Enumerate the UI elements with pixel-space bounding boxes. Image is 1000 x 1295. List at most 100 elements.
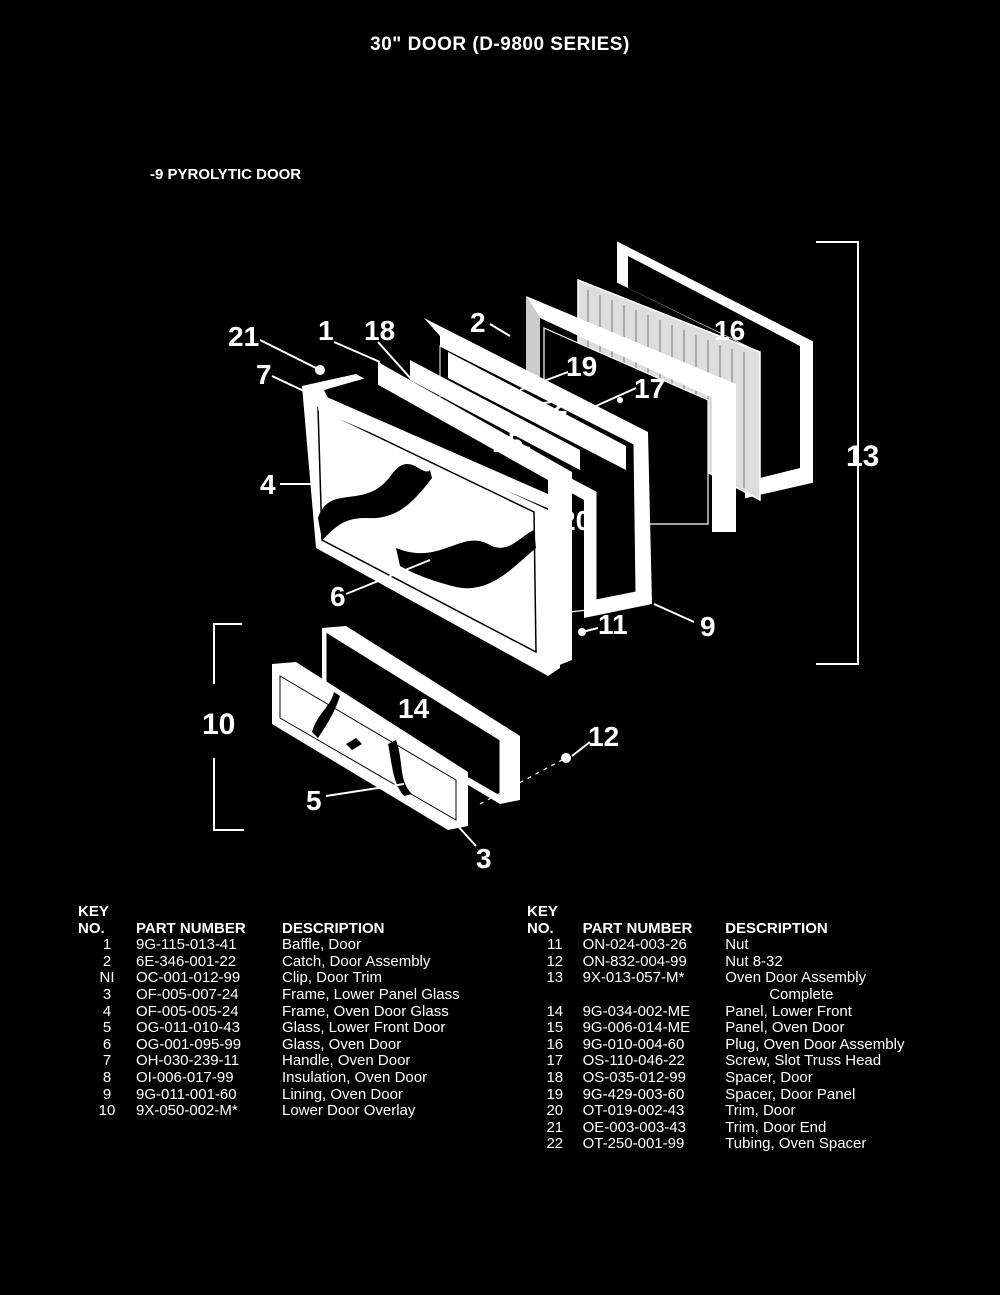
callout-5: 5	[306, 785, 322, 816]
key-cell: 9	[102, 1085, 112, 1103]
table-row: 7 OH-030-239-11 Handle, Oven Door	[78, 1053, 522, 1070]
description-cell: Tubing, Oven Spacer	[725, 1135, 867, 1153]
description-cell: Screw, Slot Truss Head	[725, 1052, 882, 1070]
key-cell: NI	[99, 969, 115, 987]
description-cell: Panel, Lower Front	[725, 1002, 852, 1020]
part-number-cell: 9G-006-014-ME	[582, 1019, 691, 1037]
key-cell: 19	[546, 1085, 564, 1103]
description-cell: Glass, Lower Front Door	[282, 1019, 446, 1037]
callout-9: 9	[700, 611, 716, 642]
part-number-cell: 9G-429-003-60	[582, 1085, 685, 1103]
exploded-door-diagram: 21 1 18 2 19 2 17 16 13 7 4 15 20 6 11 9…	[202, 241, 879, 874]
part-number-cell: OI-006-017-99	[136, 1068, 234, 1086]
callout-12: 12	[588, 721, 619, 752]
trim-end-21	[315, 365, 325, 375]
part-number-cell: OT-250-001-99	[582, 1135, 685, 1153]
description-cell: Nut	[725, 936, 749, 954]
description-cell: Glass, Oven Door	[282, 1035, 402, 1053]
table-row: 5 OG-011-010-43 Glass, Lower Front Door	[78, 1020, 522, 1037]
part-number-cell: OG-011-010-43	[136, 1019, 240, 1037]
description-cell: Baffle, Door	[282, 936, 361, 954]
callout-2b: 2	[552, 389, 568, 420]
callout-2: 2	[470, 307, 486, 338]
page-title: 30" DOOR (D-9800 SERIES)	[370, 34, 630, 55]
part-number-cell	[583, 987, 726, 1004]
part-number-cell: ON-024-003-26	[582, 936, 687, 954]
leader-lines	[259, 323, 695, 847]
callout-14: 14	[398, 693, 430, 724]
description-cell: Spacer, Door	[725, 1068, 813, 1086]
callout-1: 1	[318, 315, 334, 346]
part-number-cell: OG-001-095-99	[136, 1035, 242, 1053]
callout-7: 7	[256, 359, 272, 390]
part-number-cell: 9G-011-001-60	[136, 1085, 237, 1103]
part-number-cell: OT-019-002-43	[582, 1102, 685, 1120]
callout-16: 16	[714, 315, 745, 346]
key-cell: 12	[546, 952, 564, 970]
table-row: 22 OT-250-001-99 Tubing, Oven Spacer	[527, 1136, 1000, 1153]
description-cell: Trim, Door	[725, 1102, 796, 1120]
key-cell: 16	[546, 1035, 564, 1053]
key-cell: 18	[546, 1068, 564, 1086]
description-cell: Spacer, Door Panel	[725, 1085, 856, 1103]
front-door-part	[302, 374, 560, 676]
description-cell: Clip, Door Trim	[282, 969, 383, 987]
callout-15: 15	[492, 427, 523, 458]
key-cell: 13	[546, 969, 564, 987]
table-row: 19 9G-429-003-60 Spacer, Door Panel	[527, 1085, 1000, 1104]
part-number-cell: OS-110-046-22	[582, 1052, 685, 1070]
lower-panel-part	[322, 626, 520, 804]
part-number-cell: 9G-115-013-41	[136, 936, 237, 954]
callout-11: 11	[598, 609, 628, 640]
callout-21: 21	[228, 321, 259, 352]
table-row: 11 ON-024-003-26 Nut	[527, 937, 1000, 954]
callout-10: 10	[202, 708, 235, 741]
bracket-10-lower	[213, 758, 244, 831]
key-cell: 7	[102, 1052, 112, 1070]
part-number-cell: OF-005-005-24	[136, 1002, 239, 1020]
col-desc-header: DESCRIPTION	[282, 919, 385, 937]
key-cell: 5	[102, 1019, 112, 1037]
part-number-cell: OS-035-012-99	[582, 1068, 686, 1086]
description-cell: Complete	[769, 985, 834, 1003]
description-cell: Plug, Oven Door Assembly	[725, 1035, 905, 1053]
part-number-cell: 6E-346-001-22	[136, 952, 237, 970]
part-number-cell: 9G-010-004-60	[582, 1035, 685, 1053]
section-subtitle: -9 PYROLYTIC DOOR	[150, 166, 302, 183]
key-cell: 22	[546, 1135, 564, 1153]
callout-19: 19	[566, 351, 597, 382]
bracket-10	[213, 623, 242, 684]
col-part-header: PART NUMBER	[582, 919, 693, 937]
key-cell: 20	[546, 1102, 564, 1120]
part-number-cell: OH-030-239-11	[136, 1052, 240, 1070]
key-cell: 4	[102, 1002, 112, 1020]
part-number-cell: 9X-013-057-M*	[582, 969, 685, 987]
table-row: 16 9G-010-004-60 Plug, Oven Door Assembly	[527, 1035, 1000, 1054]
table-row: 20 OT-019-002-43 Trim, Door	[527, 1103, 1000, 1120]
key-cell: 11	[547, 936, 563, 954]
callout-13: 13	[846, 440, 879, 473]
callout-4: 4	[260, 469, 276, 500]
screw-17	[617, 397, 623, 403]
table-row: 13 9X-013-057-M* Oven Door Assembly	[527, 970, 1000, 987]
description-cell: Handle, Oven Door	[282, 1052, 411, 1070]
description-cell: Oven Door Assembly	[725, 969, 867, 987]
key-cell: 3	[102, 985, 112, 1003]
col-desc-header: DESCRIPTION	[725, 919, 828, 937]
key-cell	[527, 987, 583, 1004]
